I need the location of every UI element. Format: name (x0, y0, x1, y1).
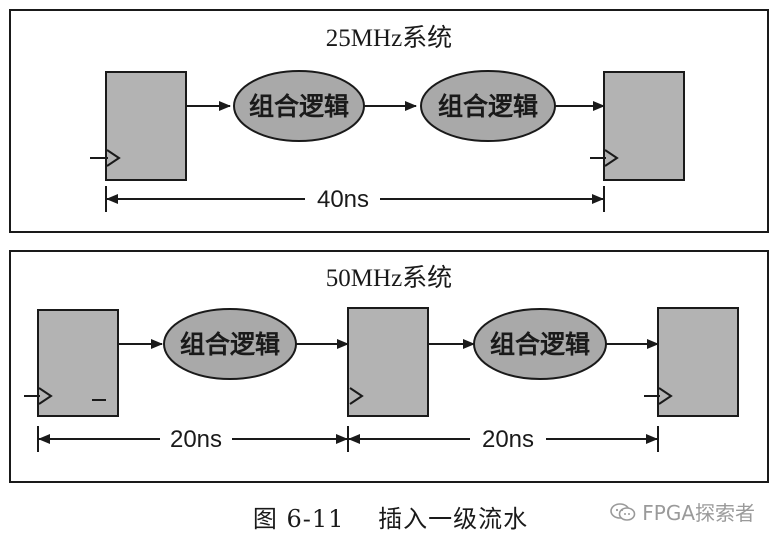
watermark: FPGA探索者 (610, 497, 755, 526)
bottom-register-3 (657, 307, 739, 417)
bottom-dim-2-label: 20ns (482, 426, 534, 453)
bottom-register-2 (347, 307, 429, 417)
figure-caption: 图 6-11 插入一级流水 (252, 505, 529, 533)
top-register-input (105, 71, 187, 181)
bottom-dim-1-label: 20ns (170, 426, 222, 453)
top-panel-title: 25MHz系统 (326, 24, 452, 52)
bottom-register-1-clock-icon (24, 387, 53, 405)
wechat-icon (610, 502, 636, 521)
bottom-logic-2-label: 组合逻辑 (490, 330, 590, 359)
bottom-register-1 (37, 309, 119, 417)
watermark-text: FPGA探索者 (642, 501, 755, 525)
pipeline-diagram: 25MHz系统 组合逻辑 组合逻辑 40ns 50MHz系统 组合逻辑 组合逻辑… (9, 9, 769, 483)
top-logic-2-label: 组合逻辑 (438, 92, 538, 121)
top-register-output (603, 71, 685, 181)
top-dim-label: 40ns (317, 186, 369, 213)
top-logic-1-label: 组合逻辑 (249, 92, 349, 121)
bottom-logic-1-label: 组合逻辑 (180, 330, 280, 359)
bottom-register-3-clock-icon (644, 387, 673, 405)
top-register-input-clock-icon (90, 149, 121, 167)
top-register-output-clock-icon (590, 149, 619, 167)
bottom-register-2-clock-icon (349, 387, 364, 405)
bottom-panel-title: 50MHz系统 (326, 264, 452, 292)
